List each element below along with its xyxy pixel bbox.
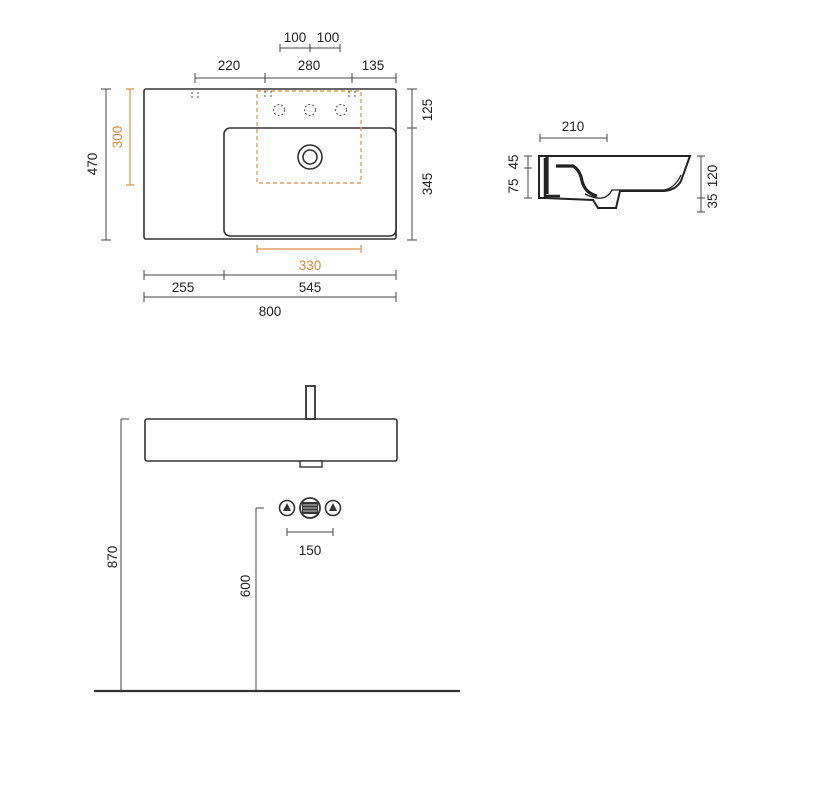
top-view: 100 100 220 280 135 470 300 — [85, 30, 435, 319]
dim-front-depth: 345 — [420, 173, 435, 196]
valve-left-arrow-icon — [283, 503, 291, 511]
side-section-view: 210 45 75 120 35 — [506, 119, 720, 213]
total-width-dimension: 800 — [143, 292, 397, 319]
front-installation-view: 150 870 600 — [94, 385, 460, 693]
depth-dimension: 470 — [85, 88, 111, 241]
dim-tap-height: 600 — [238, 575, 253, 598]
bottom-width-dimension: 255 545 — [143, 270, 397, 295]
bowl-outline — [223, 127, 397, 237]
drain-trap — [299, 460, 323, 468]
wall-controls — [278, 497, 342, 519]
dim-top-left: 220 — [218, 58, 241, 73]
tap-spacing-150-dimension: 150 — [286, 528, 334, 558]
side-top-width-dimension: 210 — [539, 119, 608, 142]
spout — [305, 385, 316, 420]
dim-depth-total: 470 — [85, 153, 100, 176]
dim-back-depth: 125 — [420, 99, 435, 122]
side-left-dimension: 45 75 — [506, 154, 532, 199]
dim-tap-spacing: 150 — [299, 543, 322, 558]
dim-side-top-width: 210 — [562, 119, 585, 134]
tap-zone-dashed — [256, 90, 362, 184]
tap-height-dimension: 600 — [238, 507, 264, 690]
dim-rim-height: 870 — [105, 546, 120, 569]
top-width-dimension: 220 280 135 — [194, 58, 397, 83]
dim-side-inner-height: 75 — [506, 178, 521, 193]
tap-spacing-dimension: 100 100 — [279, 30, 341, 52]
dim-side-total-height: 120 — [705, 165, 720, 188]
dim-total-width: 800 — [259, 304, 282, 319]
tap-hole-left-icon — [273, 104, 285, 116]
basin-section-outline — [538, 155, 692, 209]
dim-top-mid: 280 — [298, 58, 321, 73]
basin-width-dimension: 330 — [256, 245, 362, 273]
dim-basin-depth: 300 — [110, 126, 125, 149]
dim-side-rim-height: 45 — [506, 154, 521, 169]
dim-basin-section: 545 — [299, 280, 322, 295]
dim-left-shelf: 255 — [172, 280, 195, 295]
basin-depth-dimension: 300 — [110, 88, 134, 186]
tap-hole-center-icon — [304, 104, 316, 116]
dim-basin-width: 330 — [299, 258, 322, 273]
basin-front-outline — [144, 418, 398, 462]
tap-hole-right-icon — [335, 104, 347, 116]
dim-side-bottom-height: 35 — [705, 193, 720, 208]
dim-tap-offset-right: 100 — [317, 30, 340, 45]
right-depth-dimension: 125 345 — [407, 88, 435, 241]
drain-inner — [302, 149, 318, 165]
dim-tap-offset-left: 100 — [284, 30, 307, 45]
valve-right-arrow-icon — [329, 503, 337, 511]
dim-top-right: 135 — [362, 58, 385, 73]
tap-holes — [191, 91, 356, 116]
rim-height-dimension: 870 — [105, 418, 129, 690]
side-right-dimension: 120 35 — [697, 155, 720, 213]
